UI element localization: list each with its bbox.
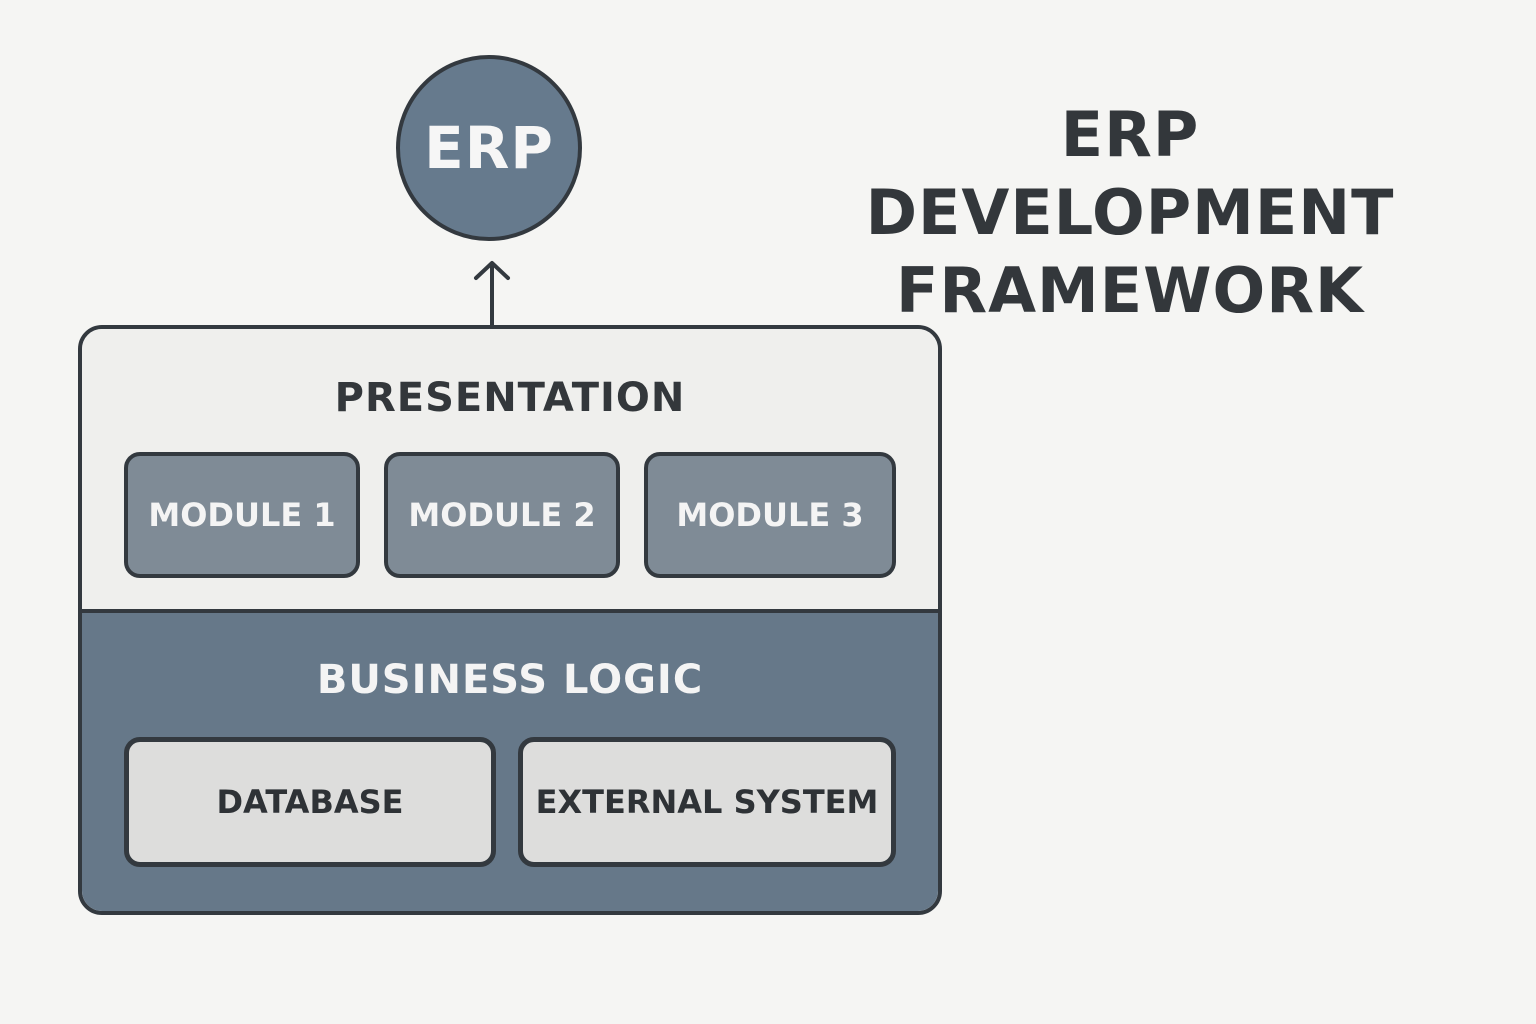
module-1: MODULE 1	[124, 452, 360, 578]
external-system-box: EXTERNAL SYSTEM	[518, 737, 896, 867]
module-2: MODULE 2	[384, 452, 620, 578]
presentation-label: PRESENTATION	[334, 375, 686, 421]
title-line-2: FRAMEWORK	[895, 254, 1364, 327]
diagram-title: ERP DEVELOPMENT FRAMEWORK	[800, 96, 1460, 330]
module-3: MODULE 3	[644, 452, 896, 578]
arrow-head	[474, 261, 510, 280]
database-box: DATABASE	[124, 737, 496, 867]
presentation-layer: PRESENTATION MODULE 1 MODULE 2 MODULE 3	[82, 329, 938, 613]
erp-node: ERP	[396, 55, 582, 241]
business-logic-label: BUSINESS LOGIC	[316, 657, 704, 703]
framework-container: PRESENTATION MODULE 1 MODULE 2 MODULE 3 …	[78, 325, 942, 915]
erp-node-label: ERP	[424, 114, 554, 182]
title-line-1: ERP DEVELOPMENT	[865, 98, 1395, 249]
arrow-up-icon	[474, 261, 510, 328]
business-logic-layer: BUSINESS LOGIC DATABASE EXTERNAL SYSTEM	[82, 613, 938, 911]
